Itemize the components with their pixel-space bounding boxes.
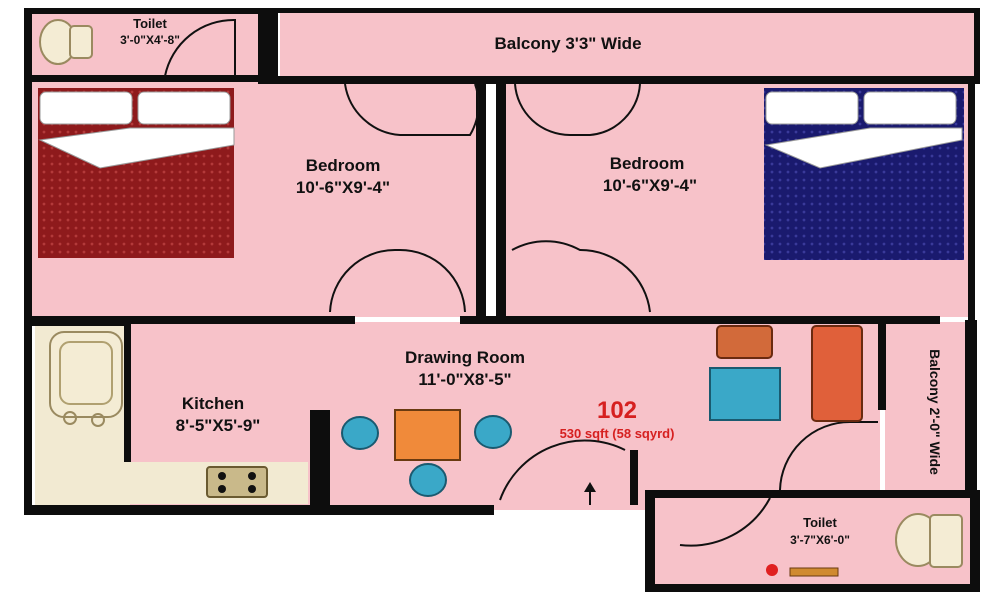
toilet-top-label: Toilet: [133, 16, 167, 31]
door-swing-icon: [164, 18, 236, 77]
entrance-arrow-icon: [584, 482, 596, 505]
door-swing-icon: [679, 497, 771, 547]
unit-number: 102: [597, 397, 637, 424]
doors: [164, 18, 878, 547]
bedroom-right-label: Bedroom: [610, 154, 685, 173]
toilet-bottom-size: 3'-7"X6'-0": [790, 533, 850, 547]
dining-table-icon: [394, 409, 461, 461]
bedroom-left-label: Bedroom: [306, 156, 381, 175]
bedroom-left-size: 10'-6"X9'-4": [296, 178, 390, 197]
stove-icon: [206, 466, 268, 498]
chair-icon: [409, 463, 447, 497]
kitchen-size: 8'-5"X5'-9": [176, 416, 261, 435]
bed-icon: [38, 88, 235, 258]
walls: [24, 8, 980, 592]
bedroom-right-size: 10'-6"X9'-4": [603, 176, 697, 195]
door-swing-icon: [329, 248, 466, 313]
balcony-right-floor: [885, 322, 973, 492]
toilet-icon: [895, 513, 963, 568]
sofa-icon: [709, 325, 863, 422]
drawing-room-size: 11'-0"X8'-5": [418, 370, 511, 389]
door-swing-icon: [499, 439, 626, 501]
door-swing-icon: [514, 83, 641, 137]
drawing-room-label: Drawing Room: [405, 348, 525, 367]
door-swing-icon: [344, 83, 480, 136]
unit-area: 530 sqft (58 sqyrd): [560, 426, 675, 441]
toilet-bottom-label: Toilet: [803, 515, 837, 530]
balcony-top-floor: [280, 12, 975, 77]
chair-icon: [474, 415, 512, 449]
tap-icon: [766, 564, 778, 576]
balcony-top-label: Balcony 3'3" Wide: [494, 34, 641, 53]
door-swing-icon: [511, 240, 651, 313]
kitchen-label: Kitchen: [182, 394, 244, 413]
bathtub-icon: [49, 331, 123, 427]
bed-icon: [764, 88, 964, 260]
chair-icon: [341, 416, 379, 450]
toilet-icon: [39, 19, 93, 65]
door-swing-icon: [779, 421, 878, 491]
balcony-right-label: Balcony 2'-0" Wide: [927, 349, 943, 475]
toilet-top-size: 3'-0"X4'-8": [120, 33, 180, 47]
towel-rack: [789, 567, 839, 577]
